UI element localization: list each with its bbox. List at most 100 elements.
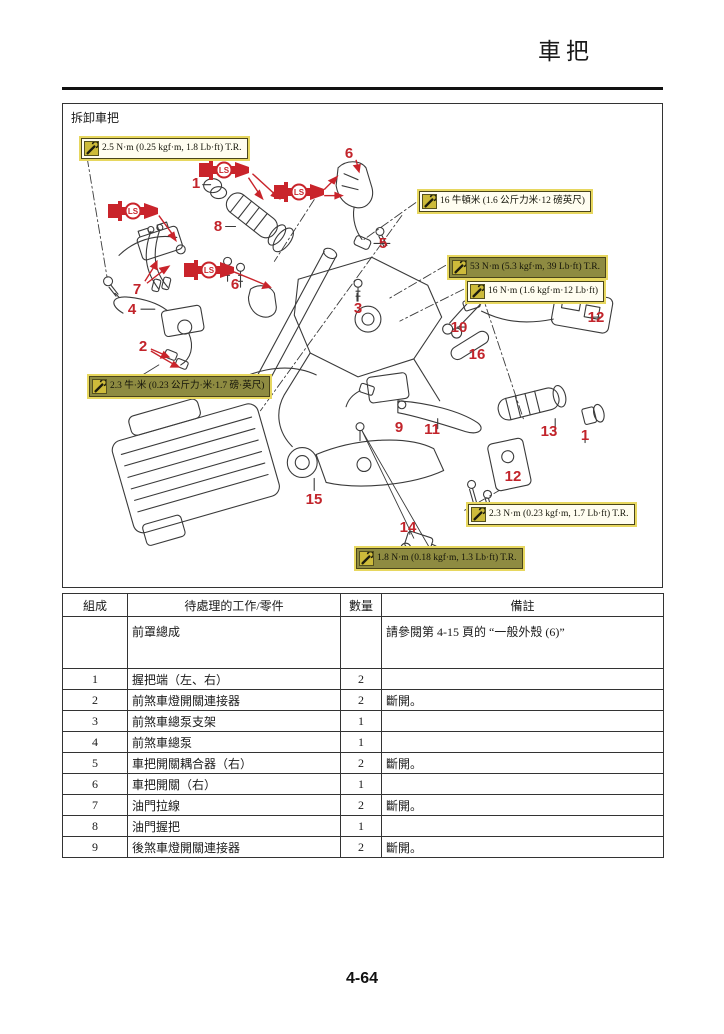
table-cell: 7 <box>62 794 128 816</box>
table-cell <box>381 773 664 795</box>
exploded-diagram <box>86 157 614 563</box>
torque-callout-text: 2.3 N·m (0.23 kgf·m, 1.7 Lb·ft) T.R. <box>489 509 629 520</box>
torque-callout: 1.8 N·m (0.18 kgf·m, 1.3 Lb·ft) T.R. <box>356 548 523 569</box>
table-cell: 斷開。 <box>381 752 664 774</box>
table-cell <box>381 710 664 732</box>
table-cell: 斷開。 <box>381 689 664 711</box>
torque-callout: 16 牛頓米 (1.6 公斤力米·12 磅英尺) <box>419 191 591 212</box>
part-number-label: 14 <box>399 518 417 536</box>
table-cell: 油門握把 <box>127 815 341 837</box>
torque-callout-text: 2.5 N·m (0.25 kgf·m, 1.8 Lb·ft) T.R. <box>102 143 242 154</box>
part-number-label: 6 <box>344 144 354 162</box>
wrench-icon <box>422 194 437 209</box>
part-number-label: 4 <box>127 300 137 318</box>
part-number-label: 8 <box>213 217 223 235</box>
part-number-label: 12 <box>587 308 605 326</box>
table-cell: 9 <box>62 836 128 858</box>
wrench-icon <box>92 379 107 394</box>
table-cell: 1 <box>340 731 382 753</box>
wrench-icon <box>471 507 486 522</box>
column-header: 組成 <box>62 593 128 617</box>
wrench-icon <box>84 141 99 156</box>
column-header: 待處理的工作/零件 <box>127 593 341 617</box>
torque-callout: 2.3 牛·米 (0.23 公斤力·米·1.7 磅·英尺) <box>89 376 271 397</box>
table-cell: 前煞車總泵 <box>127 731 341 753</box>
part-number-label: 16 <box>468 345 486 363</box>
part-number-label: 1 <box>580 426 590 444</box>
torque-callout: 53 N·m (5.3 kgf·m, 39 Lb·ft) T.R. <box>449 257 606 278</box>
table-cell: 車把開關（右） <box>127 773 341 795</box>
page-title: 車把 <box>538 39 594 64</box>
part-number-label: 7 <box>132 280 142 298</box>
table-cell <box>340 616 382 669</box>
table-cell: 1 <box>340 815 382 837</box>
svg-text:LS: LS <box>128 207 139 216</box>
grease-ls-icon: LS <box>197 158 251 182</box>
svg-text:LS: LS <box>204 266 215 275</box>
table-cell: 2 <box>340 752 382 774</box>
table-cell <box>62 616 128 669</box>
table-cell: 後煞車燈開關連接器 <box>127 836 341 858</box>
figure-box: 拆卸車把 2.5 N·m (0.25 kgf·m, 1.8 Lb·ft) T.R… <box>62 103 663 588</box>
part-number-label: 5 <box>378 234 388 252</box>
table-cell: 8 <box>62 815 128 837</box>
table-cell: 1 <box>340 773 382 795</box>
part-number-label: 6 <box>230 275 240 293</box>
table-cell: 請參閱第 4-15 頁的 “一般外殼 (6)” <box>381 616 664 669</box>
part-number-label: 15 <box>305 490 323 508</box>
figure-title: 拆卸車把 <box>71 111 120 125</box>
parts-table-header: 組成待處理的工作/零件數量備註 <box>62 593 664 617</box>
wrench-icon <box>470 284 485 299</box>
part-number-label: 11 <box>424 420 440 438</box>
table-cell: 前罩總成 <box>127 616 341 669</box>
table-cell: 前煞車總泵支架 <box>127 710 341 732</box>
wrench-icon <box>452 260 467 275</box>
part-number-label: 13 <box>540 422 558 440</box>
table-cell: 斷開。 <box>381 836 664 858</box>
torque-callout-text: 16 N·m (1.6 kgf·m·12 Lb·ft) <box>488 286 599 297</box>
part-number-label: 3 <box>353 299 363 317</box>
torque-callout-text: 53 N·m (5.3 kgf·m, 39 Lb·ft) T.R. <box>470 262 600 273</box>
part-number-label: 10 <box>450 318 468 336</box>
grease-ls-icon: LS <box>182 258 236 282</box>
column-header: 數量 <box>340 593 382 617</box>
table-cell <box>381 731 664 753</box>
table-cell: 3 <box>62 710 128 732</box>
table-cell: 2 <box>340 668 382 690</box>
table-cell: 斷開。 <box>381 794 664 816</box>
table-cell: 2 <box>62 689 128 711</box>
table-cell: 2 <box>340 836 382 858</box>
header-rule <box>62 87 663 90</box>
grease-ls-icon: LS <box>106 199 160 223</box>
table-cell: 握把端（左、右） <box>127 668 341 690</box>
svg-text:LS: LS <box>219 166 230 175</box>
torque-callout: 2.5 N·m (0.25 kgf·m, 1.8 Lb·ft) T.R. <box>81 138 248 159</box>
part-number-label: 9 <box>394 418 404 436</box>
part-number-label: 12 <box>504 467 522 485</box>
torque-callout-text: 16 牛頓米 (1.6 公斤力米·12 磅英尺) <box>440 196 585 207</box>
torque-callout: 2.3 N·m (0.23 kgf·m, 1.7 Lb·ft) T.R. <box>468 504 635 525</box>
table-cell: 1 <box>62 668 128 690</box>
table-cell <box>381 668 664 690</box>
table-cell: 2 <box>340 794 382 816</box>
svg-text:LS: LS <box>294 188 305 197</box>
table-cell: 車把開關耦合器（右） <box>127 752 341 774</box>
torque-callout-text: 2.3 牛·米 (0.23 公斤力·米·1.7 磅·英尺) <box>110 381 265 392</box>
table-cell: 2 <box>340 689 382 711</box>
torque-callout: 16 N·m (1.6 kgf·m·12 Lb·ft) <box>467 281 605 302</box>
table-cell: 6 <box>62 773 128 795</box>
table-cell <box>381 815 664 837</box>
table-row: 前罩總成請參閱第 4-15 頁的 “一般外殼 (6)” <box>62 616 664 669</box>
wrench-icon <box>359 551 374 566</box>
torque-callout-text: 1.8 N·m (0.18 kgf·m, 1.3 Lb·ft) T.R. <box>377 553 517 564</box>
